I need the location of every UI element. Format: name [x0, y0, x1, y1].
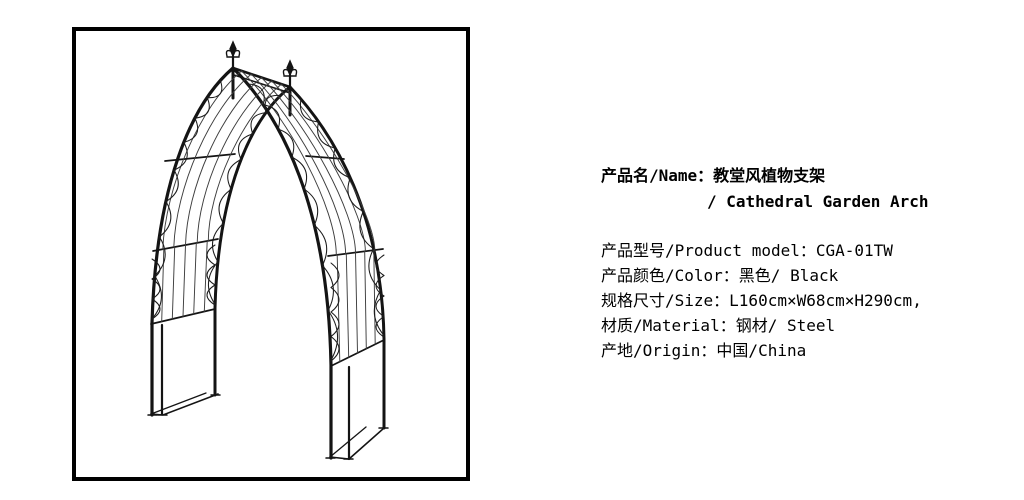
detail-size: 规格尺寸/Size：L160cm×W68cm×H290cm,	[601, 291, 922, 310]
product-info-panel: 产品名/Name：教堂风植物支架 / Cathedral Garden Arch…	[601, 163, 929, 363]
cathedral-arch-drawing	[147, 40, 389, 461]
product-name-english-line: / Cathedral Garden Arch	[707, 192, 929, 211]
product-image-frame	[72, 27, 470, 481]
detail-origin: 产地/Origin：中国/China	[601, 341, 807, 360]
product-details: 产品型号/Product model：CGA-01TW 产品颜色/Color：黑…	[601, 238, 929, 363]
detail-material: 材质/Material：钢材/ Steel	[601, 316, 836, 335]
detail-product-model: 产品型号/Product model：CGA-01TW	[601, 241, 893, 260]
detail-color: 产品颜色/Color：黑色/ Black	[601, 266, 839, 285]
product-name-line: 产品名/Name：教堂风植物支架	[601, 166, 826, 185]
